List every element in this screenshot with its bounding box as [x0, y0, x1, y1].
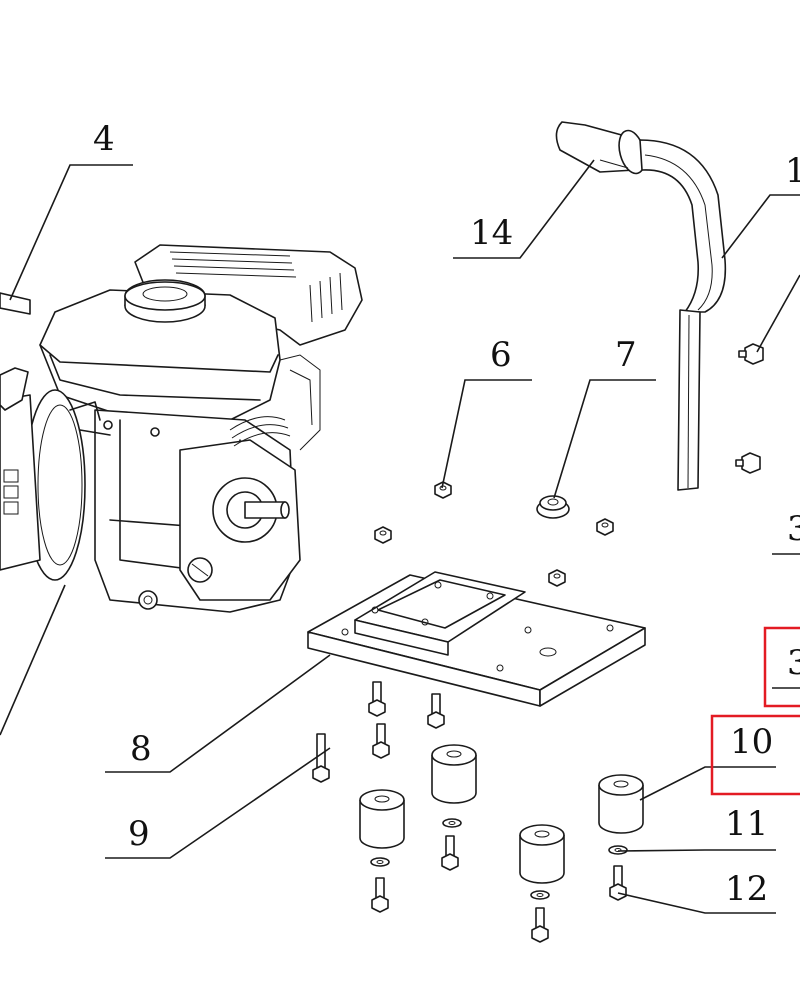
part-8-base-plate [307, 571, 646, 707]
grommet [536, 495, 570, 519]
callout-6: 6 [490, 335, 512, 375]
callout-1: 1 [785, 151, 800, 191]
highlight-box-3 [763, 626, 800, 708]
part-4-bracket [0, 292, 31, 315]
handle-bolts [735, 343, 764, 474]
part-1-handle [555, 121, 727, 491]
nuts [374, 481, 614, 587]
callout-8: 8 [130, 729, 152, 769]
callout-7: 7 [615, 335, 637, 375]
callout-11: 11 [725, 804, 768, 844]
highlight-boxes [710, 626, 800, 796]
engine [0, 244, 363, 613]
bolts [312, 681, 627, 943]
callout-9: 9 [128, 814, 150, 854]
leader-lines [0, 159, 800, 914]
callout-4: 4 [93, 119, 115, 159]
callout-3-upper: 3 [787, 509, 800, 549]
callout-3-lower: 3 [787, 643, 800, 683]
callout-labels: 4 14 1 6 7 3 3 8 10 9 11 12 [93, 119, 800, 909]
rubber-mounts [359, 744, 644, 884]
callout-14: 14 [470, 213, 513, 253]
highlight-box-10 [710, 714, 800, 796]
callout-10: 10 [730, 722, 773, 762]
callout-12: 12 [725, 869, 768, 909]
washers [370, 818, 628, 900]
